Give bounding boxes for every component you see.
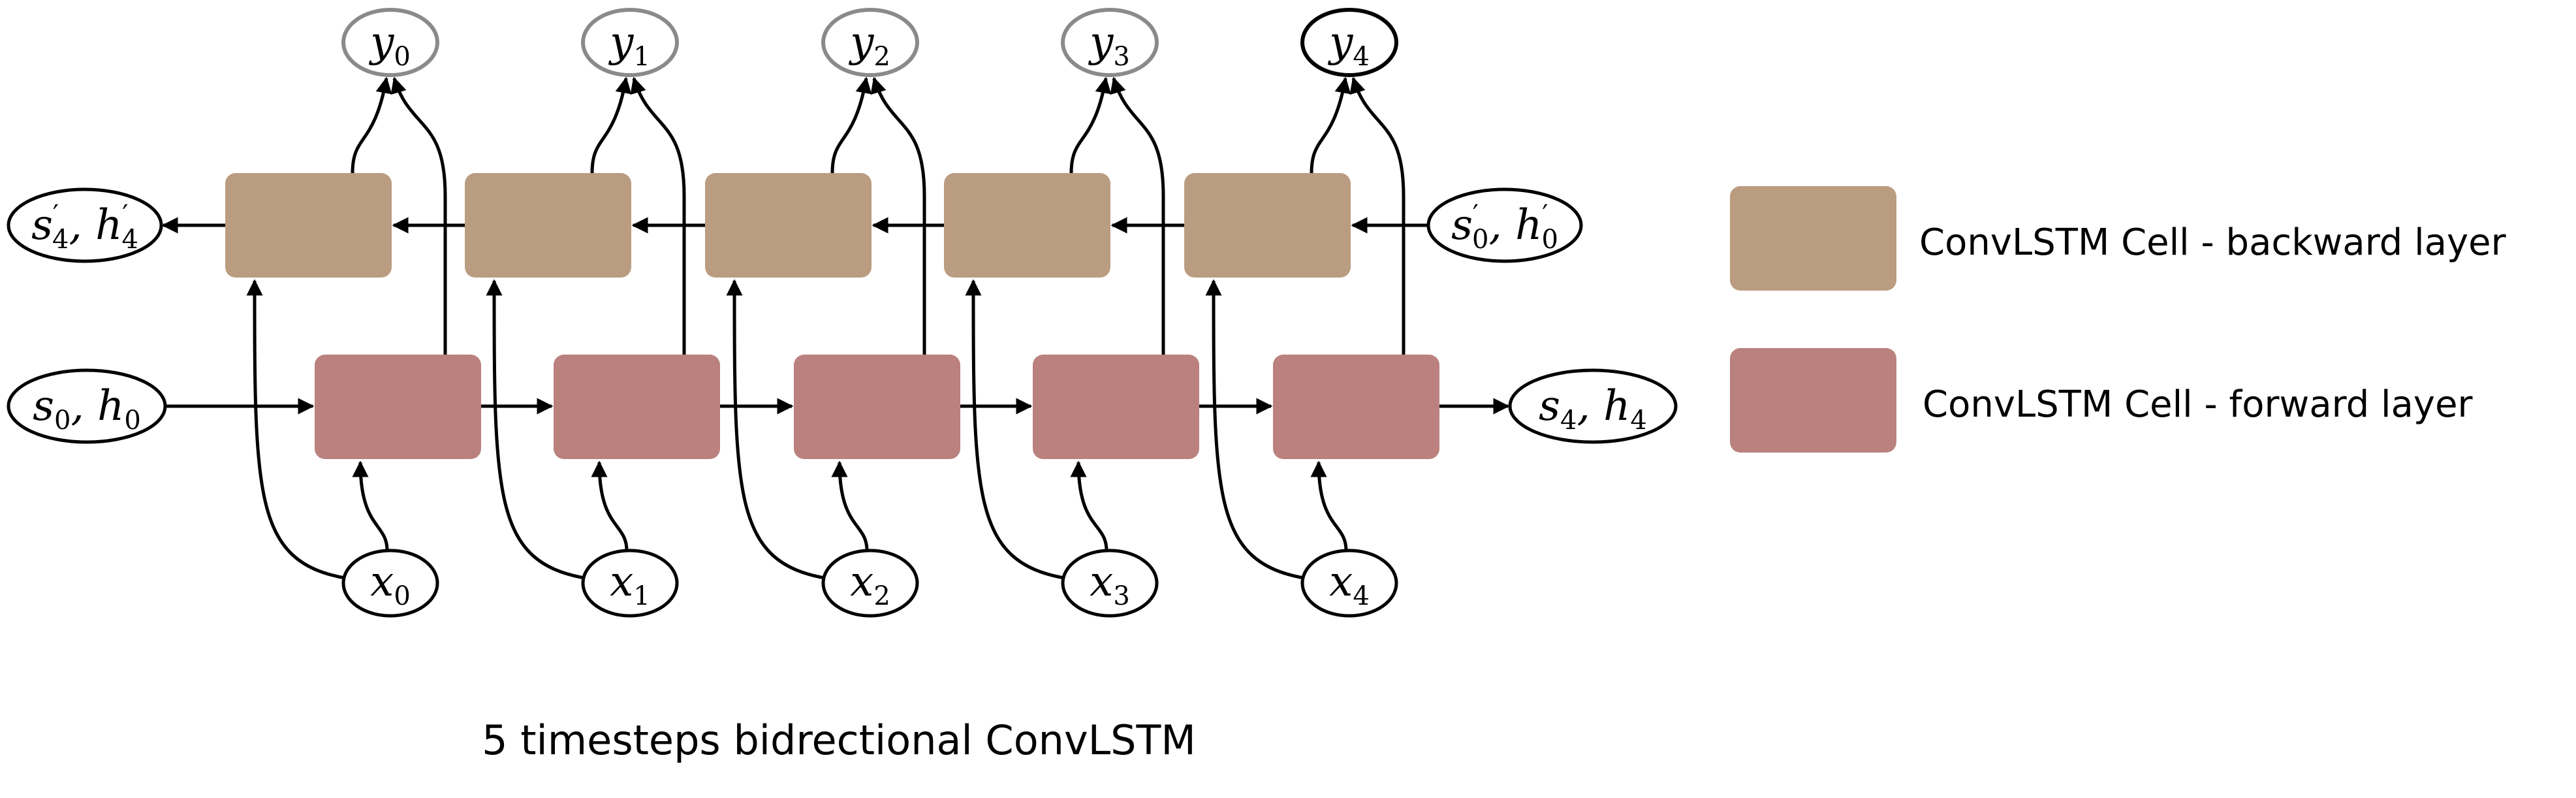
input-to-backward-arrow-3 [965,279,1065,580]
output-node-y1: y1 [581,8,679,77]
legend-backward-label: ConvLSTM Cell - backward layer [1919,221,2507,264]
output-nodes: y0 y1 y2 y3 y4 [341,8,1398,77]
backward-cell-0 [225,173,392,278]
svg-text:x2: x2 [850,558,890,611]
input-to-forward-arrow-4 [1310,460,1348,551]
forward-cell-1 [554,355,720,459]
output-node-y2: y2 [821,8,919,77]
svg-text:y2: y2 [848,18,890,72]
svg-text:y0: y0 [368,18,411,72]
input-to-forward-arrow-0 [352,460,389,551]
input-node-x1: x1 [581,549,679,618]
svg-text:x3: x3 [1090,558,1130,611]
forward-initial-state-node: s0, h0 [7,368,167,444]
forward-to-output-arrow-1 [630,76,686,355]
input-node-x2: x2 [821,549,919,618]
backward-layer [225,173,1351,278]
diagram-caption: 5 timesteps bidrectional ConvLSTM [482,716,1196,764]
input-to-backward-arrow-2 [726,279,825,580]
legend-forward-swatch [1730,348,1896,453]
svg-text:s′0, h′0: s′0, h′0 [1451,200,1558,255]
input-to-backward-arrow-4 [1205,279,1304,580]
backward-to-output-arrow-0 [351,76,392,174]
backward-cell-1 [465,173,631,278]
backward-cell-4 [1184,173,1351,278]
input-node-x0: x0 [341,549,439,618]
forward-to-output-arrow-2 [870,76,926,355]
input-to-backward-arrow-0 [246,279,345,580]
legend-forward-label: ConvLSTM Cell - forward layer [1923,383,2474,426]
connection-arrows [161,76,1510,580]
input-node-x3: x3 [1061,549,1159,618]
backward-cell-3 [944,173,1110,278]
legend: ConvLSTM Cell - backward layer ConvLSTM … [1730,186,2507,453]
input-to-forward-arrow-1 [591,460,629,551]
backward-to-output-arrow-2 [830,76,872,174]
forward-cell-4 [1273,355,1439,459]
input-node-x4: x4 [1300,549,1398,618]
backward-to-output-arrow-3 [1069,76,1112,174]
forward-cell-0 [315,355,481,459]
forward-layer [315,355,1439,459]
output-node-y0: y0 [341,8,439,77]
output-node-y4: y4 [1300,8,1398,77]
forward-to-output-arrow-3 [1110,76,1165,355]
backward-to-output-arrow-4 [1310,76,1351,174]
svg-text:s4, h4: s4, h4 [1539,382,1647,436]
output-node-y3: y3 [1061,8,1159,77]
svg-text:x4: x4 [1329,558,1370,611]
backward-cell-2 [705,173,872,278]
forward-cell-3 [1033,355,1199,459]
input-nodes: x0 x1 x2 x3 x4 [341,549,1398,618]
input-to-forward-arrow-3 [1070,460,1108,551]
svg-text:s′4, h′4: s′4, h′4 [31,200,138,255]
forward-to-output-arrow-0 [390,76,447,355]
svg-text:x1: x1 [610,558,650,611]
forward-cell-2 [794,355,960,459]
legend-backward-swatch [1730,186,1896,291]
svg-text:y1: y1 [608,18,650,72]
svg-text:x0: x0 [370,558,411,611]
input-to-forward-arrow-2 [831,460,869,551]
backward-to-output-arrow-1 [590,76,632,174]
svg-text:y3: y3 [1088,18,1130,72]
input-to-backward-arrow-1 [486,279,585,580]
svg-text:s0, h0: s0, h0 [33,382,141,436]
backward-initial-state-node: s′0, h′0 [1426,187,1583,263]
svg-text:y4: y4 [1327,18,1370,72]
backward-final-state-node: s′4, h′4 [7,187,163,263]
forward-to-output-arrow-4 [1349,76,1406,355]
forward-final-state-node: s4, h4 [1508,368,1678,444]
